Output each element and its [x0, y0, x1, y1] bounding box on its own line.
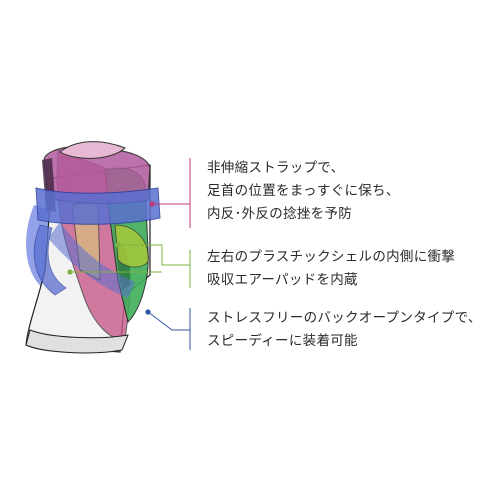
- lime-pad: [114, 224, 149, 268]
- callout-dot: [145, 309, 151, 315]
- heel-sole: [25, 329, 129, 354]
- callout-line: 内反･外反の捻挫を予防: [207, 206, 353, 222]
- callout-1-leader: [149, 158, 191, 228]
- callout-airpad-text: 左右のプラスチックシェルの内側に衝撃 吸収エアーパッドを内蔵: [207, 246, 455, 292]
- callout-line: スピーディーに装着可能: [207, 333, 358, 349]
- callout-line: ストレスフリーのバックオープンタイプで、: [207, 310, 482, 326]
- callout-3-leader: [145, 308, 191, 350]
- callout-backopen-text: ストレスフリーのバックオープンタイプで、 スピーディーに装着可能: [207, 307, 482, 353]
- callout-line: 吸収エアーパッドを内蔵: [207, 272, 358, 288]
- callout-line: 左右のプラスチックシェルの内側に衝撃: [207, 249, 456, 265]
- strap-tail: [33, 224, 67, 296]
- non-elastic-strap: [35, 187, 161, 225]
- cuff-opening: [59, 141, 126, 159]
- callout-dot: [149, 201, 155, 207]
- callout-strap-text: 非伸縮ストラップで、 足首の位置をまっすぐに保ち、 内反･外反の捻挫を予防: [207, 157, 400, 226]
- callout-line: 足首の位置をまっすぐに保ち、: [207, 183, 400, 199]
- callout-dot: [115, 242, 121, 248]
- diagonal-strap: [48, 222, 135, 298]
- callout-2-leader: [67, 242, 191, 288]
- callout-line: 非伸縮ストラップで、: [207, 160, 345, 176]
- callout-dot: [67, 269, 73, 275]
